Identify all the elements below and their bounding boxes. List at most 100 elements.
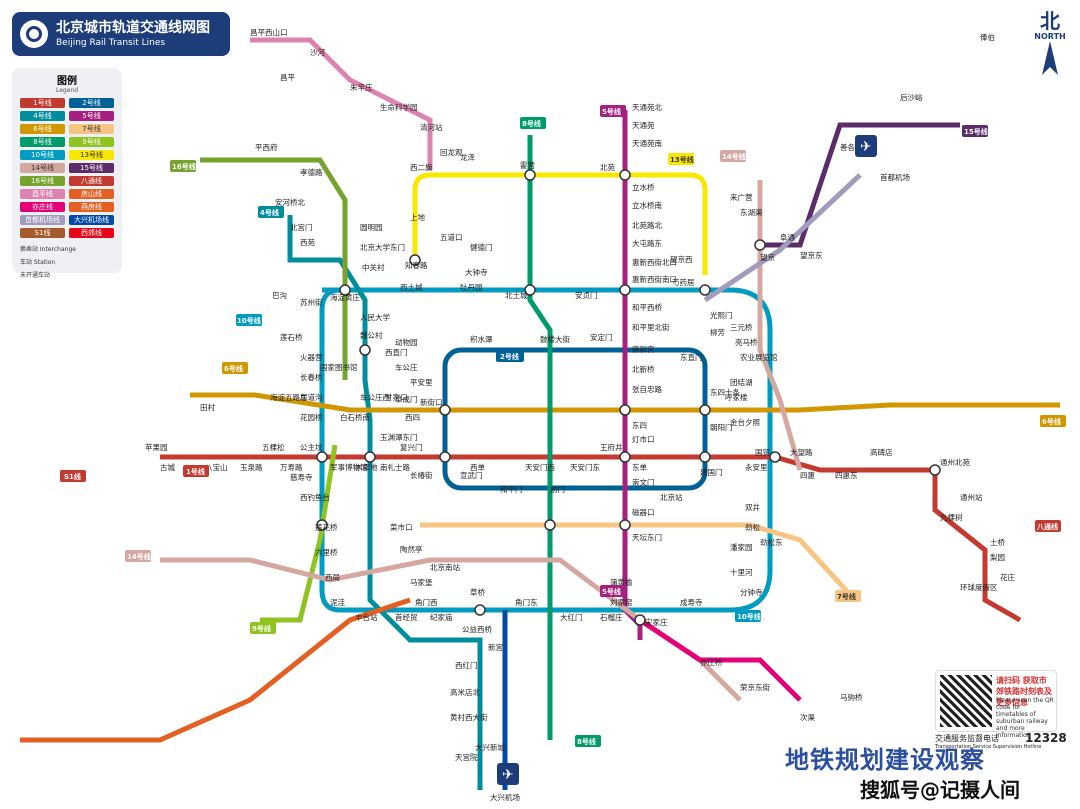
station-label[interactable]: 海淀五路居 <box>270 392 308 402</box>
station-label[interactable]: 田村 <box>200 402 215 412</box>
station-label[interactable]: 惠新西街北口 <box>632 257 677 267</box>
station-label[interactable]: 西单 <box>470 462 485 472</box>
station-label[interactable]: 首都机场 <box>880 172 910 182</box>
station-label[interactable]: 霍营 <box>520 160 535 170</box>
station-label[interactable]: 昌平 <box>280 73 295 82</box>
station-label[interactable]: 亮马桥 <box>735 337 758 347</box>
station-label[interactable]: 朱辛庄 <box>350 82 373 92</box>
station-label[interactable]: 北苑 <box>600 162 615 172</box>
station-label[interactable]: 马驹桥 <box>840 692 863 702</box>
station-label[interactable]: 刘家窑 <box>610 597 633 607</box>
station-label[interactable]: 西钓鱼台 <box>300 492 330 502</box>
station-label[interactable]: 石榴庄 <box>600 612 623 622</box>
station-label[interactable]: 四惠 <box>800 470 815 480</box>
station-label[interactable]: 甘家口 <box>385 392 408 402</box>
station-label[interactable]: 东四十条 <box>710 387 740 397</box>
station-label[interactable]: 平西府 <box>255 142 278 152</box>
station-label[interactable]: 车公庄西 <box>360 392 390 402</box>
station-label[interactable]: 菜市口 <box>390 522 413 532</box>
station-label[interactable]: 上地 <box>410 212 425 222</box>
station-label[interactable]: 纪家庙 <box>430 612 453 622</box>
station-label[interactable]: 劲松 <box>745 522 760 532</box>
station-label[interactable]: 安贞门 <box>575 290 598 300</box>
station-label[interactable]: 安河桥北 <box>275 197 305 207</box>
station-label[interactable]: 西土城 <box>400 282 423 292</box>
station-label[interactable]: 草桥 <box>470 587 485 597</box>
station-label[interactable]: 天安门东 <box>570 462 600 472</box>
station-label[interactable]: 健德门 <box>470 242 493 252</box>
station-label[interactable]: 龙泽 <box>460 152 475 162</box>
station-label[interactable]: 梨园 <box>990 553 1005 562</box>
station-label[interactable]: 阜成门 <box>395 394 418 404</box>
station-label[interactable]: 后沙峪 <box>900 92 923 102</box>
station-label[interactable]: 张自忠路 <box>632 384 662 394</box>
station-label[interactable]: 西红门 <box>455 660 478 670</box>
station-label[interactable]: 亦庄桥 <box>700 657 723 667</box>
station-label[interactable]: 苹果园 <box>145 442 168 452</box>
station-label[interactable]: 长春桥 <box>300 372 323 382</box>
station-label[interactable]: 角门东 <box>515 597 538 607</box>
station-label[interactable]: 北京南站 <box>430 562 460 572</box>
station-label[interactable]: 天通苑北 <box>632 102 662 112</box>
station-label[interactable]: 公主坟 <box>300 442 323 452</box>
station-label[interactable]: 陶然亭 <box>400 544 423 554</box>
station-label[interactable]: 大兴新城 <box>475 742 505 752</box>
station-label[interactable]: 蒲黄榆 <box>610 577 633 587</box>
station-label[interactable]: 光熙门 <box>710 310 733 320</box>
station-label[interactable]: 九棵树 <box>940 512 963 522</box>
station-label[interactable]: 角门西 <box>415 597 438 607</box>
station-label[interactable]: 五棵松 <box>262 442 285 452</box>
station-label[interactable]: 来广营 <box>730 192 753 202</box>
station-label[interactable]: 望京西 <box>670 254 693 264</box>
station-label[interactable]: 鼓楼大街 <box>540 334 570 344</box>
station-label[interactable]: 劲松东 <box>760 537 783 547</box>
station-label[interactable]: 知春路 <box>405 260 428 270</box>
station-label[interactable]: 大红门 <box>560 612 583 622</box>
station-label[interactable]: 望京东 <box>800 250 823 260</box>
station-label[interactable]: 六里桥 <box>315 547 338 557</box>
station-label[interactable]: 俸伯 <box>980 32 995 42</box>
station-label[interactable]: 双井 <box>745 502 760 512</box>
station-label[interactable]: 大兴机场 <box>490 792 520 802</box>
station-label[interactable]: 善各庄 <box>840 142 863 152</box>
station-label[interactable]: 古城 <box>160 462 175 472</box>
station-label[interactable]: 西二旗 <box>410 162 433 172</box>
station-label[interactable]: 通州站 <box>960 492 983 502</box>
station-label[interactable]: 国家图书馆 <box>320 362 358 372</box>
station-label[interactable]: 清河站 <box>420 122 443 132</box>
station-label[interactable]: 崇文门 <box>632 477 655 487</box>
station-label[interactable]: 北京站 <box>660 492 683 502</box>
station-label[interactable]: 天坛东门 <box>632 532 662 542</box>
station-label[interactable]: 磁器口 <box>632 507 655 517</box>
station-label[interactable]: 木樨地 <box>355 462 378 472</box>
station-label[interactable]: 车公庄 <box>395 362 418 372</box>
station-label[interactable]: 土桥 <box>990 537 1005 547</box>
station-label[interactable]: 东单 <box>632 462 647 472</box>
station-label[interactable]: 公益西桥 <box>462 624 492 634</box>
station-label[interactable]: 灯市口 <box>632 434 655 444</box>
station-label[interactable]: 生命科学园 <box>380 102 418 112</box>
station-label[interactable]: 大望路 <box>790 447 813 457</box>
station-label[interactable]: 西苑 <box>300 237 315 247</box>
station-label[interactable]: 东湖渠 <box>740 207 763 217</box>
station-label[interactable]: 立水桥南 <box>632 200 662 210</box>
station-label[interactable]: 丰台站 <box>355 612 378 622</box>
station-label[interactable]: 成寿寺 <box>680 597 703 607</box>
station-label[interactable]: 雍和宫 <box>632 344 655 354</box>
station-label[interactable]: 玉渊潭东门 <box>380 432 418 442</box>
station-label[interactable]: 五道口 <box>440 232 463 242</box>
station-label[interactable]: 动物园 <box>395 337 418 347</box>
station-label[interactable]: 农业展览馆 <box>740 352 778 362</box>
station-label[interactable]: 白石桥南 <box>340 412 370 422</box>
station-label[interactable]: 马家堡 <box>410 577 433 587</box>
station-label[interactable]: 新宫 <box>488 642 503 652</box>
station-label[interactable]: 荣京东街 <box>740 682 770 692</box>
station-label[interactable]: 惠新西街南口 <box>632 274 677 284</box>
station-label[interactable]: 朝阳门 <box>710 423 733 432</box>
station-label[interactable]: 人民大学 <box>360 312 390 322</box>
station-label[interactable]: 万寿路 <box>280 462 303 472</box>
station-label[interactable]: 首经贸 <box>395 612 418 622</box>
station-label[interactable]: 平安里 <box>410 377 433 387</box>
station-label[interactable]: 魏公村 <box>360 330 383 340</box>
